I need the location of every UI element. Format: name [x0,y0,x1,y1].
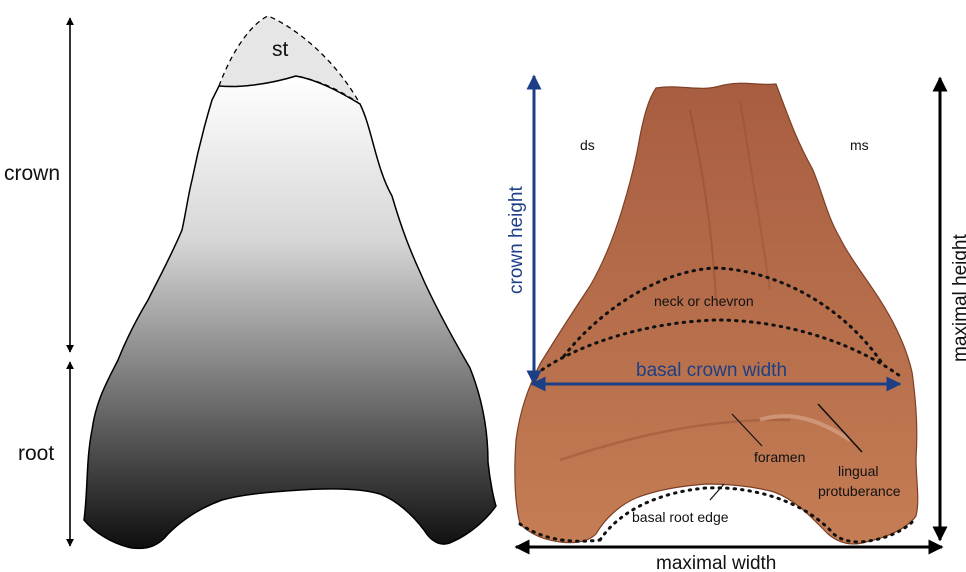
photo-tooth: ds ms crown height maximal height neck o… [506,76,966,572]
basal-root-edge-label: basal root edge [632,509,729,525]
crown-label: crown [4,162,60,185]
neck-label: neck or chevron [654,293,754,309]
foramen-label: foramen [754,449,805,465]
root-label: root [18,442,54,465]
tooth-silhouette [84,76,496,548]
maximal-height-label: maximal height [950,234,966,362]
mesial-side-label: ms [850,137,869,153]
basal-crown-width-label: basal crown width [636,360,787,381]
protuberance-label: protuberance [818,483,901,499]
maximal-width-label: maximal width [656,553,776,572]
lingual-label: lingual [838,463,878,479]
schematic-tooth: st crown root [4,16,496,548]
tip-label: st [272,38,289,61]
crown-height-label: crown height [506,186,527,294]
distal-side-label: ds [580,137,595,153]
